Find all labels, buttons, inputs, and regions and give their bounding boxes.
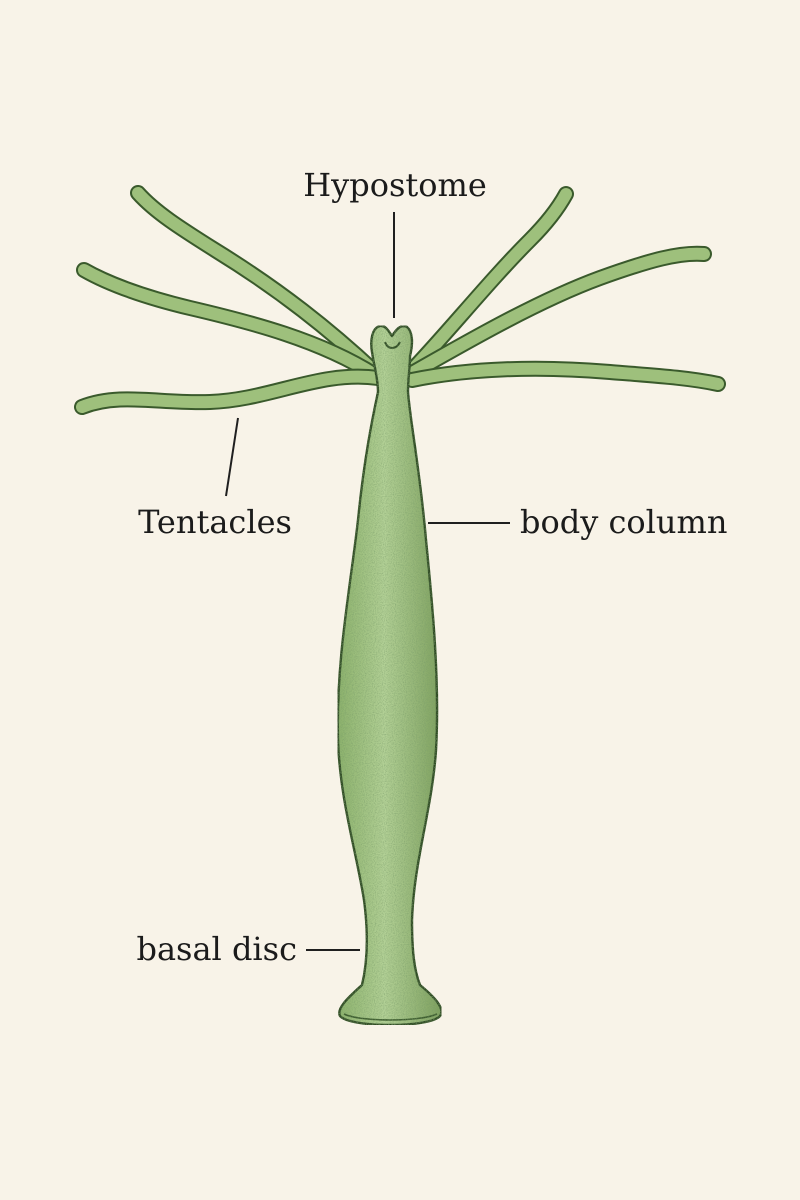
hypostome-label: Hypostome — [303, 166, 487, 204]
hydra-body — [336, 324, 443, 1027]
tentacle-right-lower — [404, 360, 726, 392]
basal-disc-rim — [343, 1013, 438, 1021]
tentacles-label: Tentacles — [138, 503, 292, 541]
tentacle-left-lower — [74, 368, 386, 415]
tentacle-left-middle — [76, 262, 383, 383]
body-column-label: body column — [520, 503, 727, 541]
hypostome-cleft — [384, 341, 401, 349]
basal-disc-label: basal disc — [136, 930, 297, 968]
tentacle-right-upper — [404, 186, 574, 378]
tentacles-group — [74, 185, 726, 415]
tentacle-left-upper — [130, 185, 383, 380]
body-column-shape — [336, 324, 443, 1027]
leader-lines — [225, 212, 510, 951]
tentacles-leader — [225, 417, 239, 497]
tentacle-right-middle — [406, 245, 712, 380]
